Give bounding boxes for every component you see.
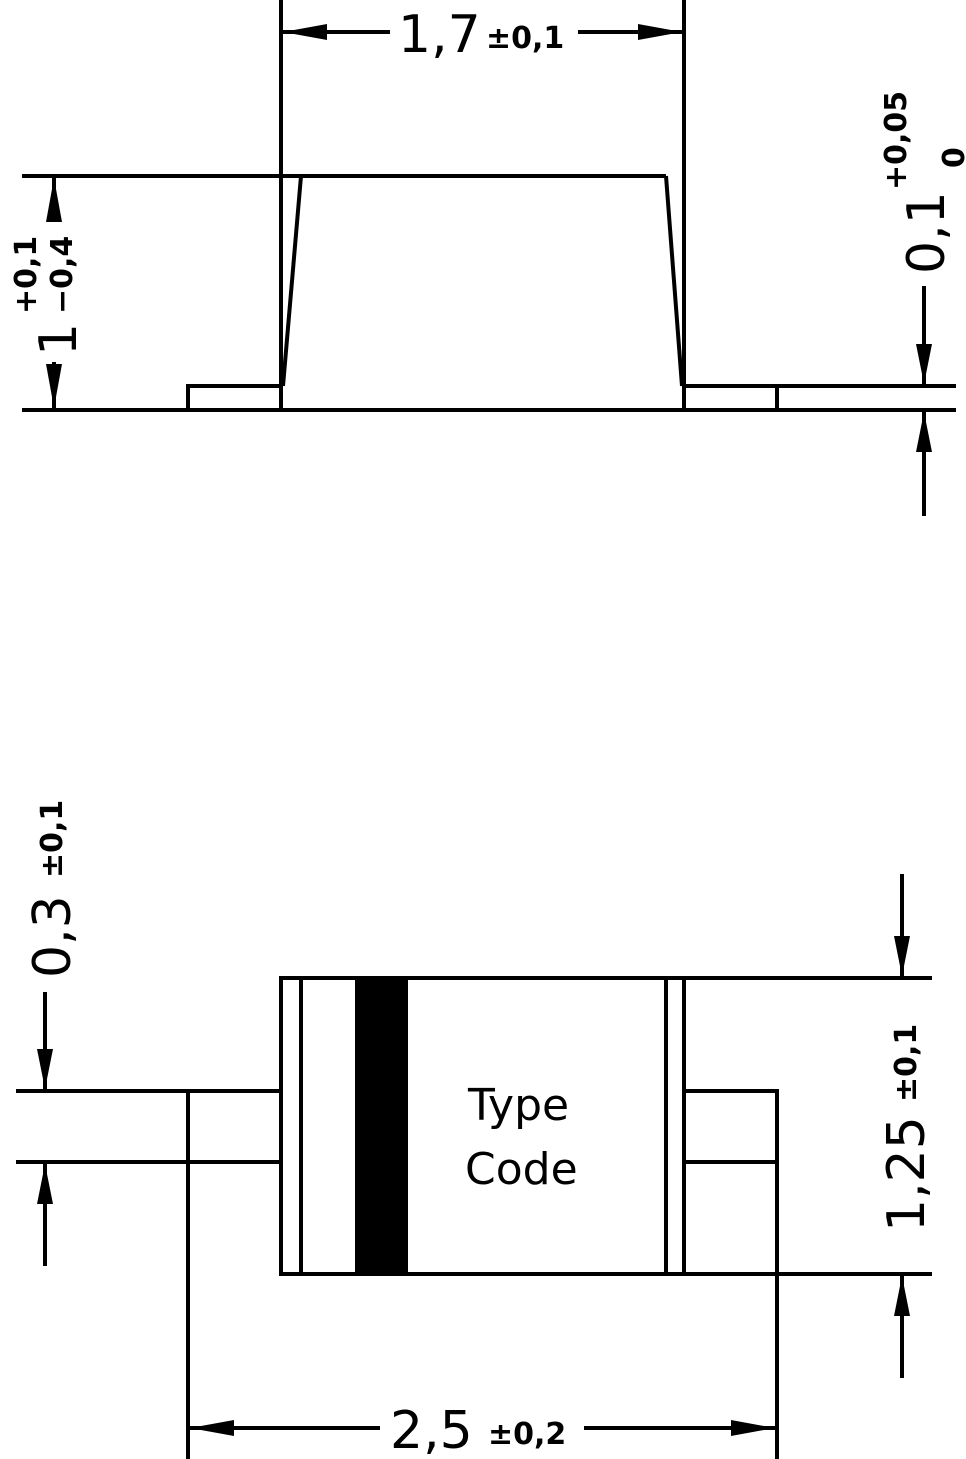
height-dim-value: 1 — [29, 323, 89, 356]
body-outline — [279, 976, 686, 1276]
body-height-dim-arrow-bottom — [894, 1276, 910, 1316]
lead-dim-arrow-top — [916, 344, 932, 384]
length-dim-value: 2,5 — [390, 1401, 473, 1459]
body-height-dim-tolerance: ±0,1 — [889, 1024, 924, 1102]
marking-line-type: Type — [467, 1080, 569, 1131]
width-dim-arrow-right — [638, 24, 682, 40]
length-dim-arrow-right — [731, 1420, 775, 1436]
lead-dim-tol-plus: +0,05 — [879, 91, 914, 190]
lead-width-dim-arrow-bottom — [37, 1164, 53, 1204]
height-dim-tol-plus: +0,1 — [9, 236, 44, 314]
body-left-taper — [281, 175, 303, 387]
lead-dim-tol-minus: 0 — [937, 147, 966, 168]
right-lead-outline — [684, 1089, 779, 1459]
length-dim-arrow-left — [190, 1420, 234, 1436]
width-dim-value: 1,7 — [398, 5, 481, 65]
lead-width-dim-tolerance: ±0,1 — [35, 800, 70, 878]
body-right-taper — [664, 175, 684, 387]
height-dim-tol-minus: −0,4 — [45, 236, 80, 314]
body-height-dim-value: 1,25 — [877, 1116, 937, 1232]
cathode-band — [355, 978, 408, 1274]
length-dim-tolerance: ±0,2 — [488, 1417, 566, 1452]
height-dim-arrow-bottom — [46, 364, 62, 408]
lead-dim-value: 0,1 — [897, 191, 957, 274]
height-dim-arrow-top — [46, 178, 62, 222]
lead-dim-arrow-bottom — [916, 412, 932, 452]
body-height-dim-arrow-top — [894, 936, 910, 976]
top-view: Type Code 0,3 ±0,1 1,25 ±0,1 — [16, 800, 937, 1459]
lead-width-dim-arrow-top — [37, 1049, 53, 1089]
side-view: 1,7 ±0,1 1 +0,1 −0,4 0,1 +0,05 0 — [9, 0, 966, 516]
width-dim-arrow-left — [283, 24, 327, 40]
lead-width-dim-value: 0,3 — [23, 895, 83, 978]
marking-line-code: Code — [465, 1144, 578, 1195]
width-dim-tolerance: ±0,1 — [486, 21, 564, 56]
left-lead-outline — [186, 384, 281, 410]
